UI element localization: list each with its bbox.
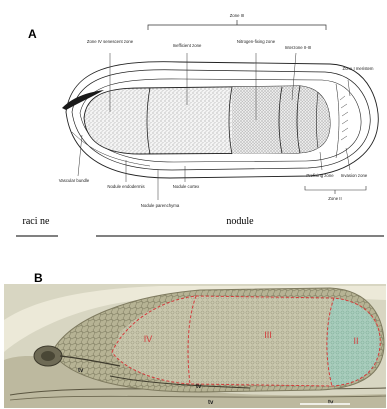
zone2-bracket: [305, 186, 366, 190]
zone2-label: Zone II: [328, 196, 341, 201]
tv-label-2: tv: [196, 384, 202, 390]
zone1-label: Zone I meristem: [342, 66, 373, 71]
zone2-micro-label: II: [353, 336, 358, 346]
zone3-label: Zone III: [230, 13, 245, 18]
tv-label-4: tv: [328, 400, 334, 406]
vascular-label: Vascular bundle: [59, 178, 90, 183]
racine-label: raci ne: [23, 216, 50, 227]
nitrogen-label: Nitrogen-fixing zone: [237, 39, 276, 44]
zone4-micro-label: IV: [144, 334, 153, 344]
tv-label-1: tv: [78, 368, 84, 374]
parenchyma-label: Nodule parenchyma: [141, 203, 180, 208]
prefixing-label: Prefixing zone: [306, 173, 334, 178]
tv-label-3: tv: [208, 400, 214, 406]
nitrogen-fixing-region: [232, 86, 330, 154]
cortex-label: Nodule cortex: [173, 184, 200, 189]
panel-a-label: A: [28, 27, 37, 41]
zone3-bracket: [148, 25, 326, 30]
invasion-label: Invasion zone: [341, 173, 368, 178]
nodule-label: nodule: [226, 216, 254, 227]
interzone-label: Interzone II-III: [285, 45, 312, 50]
zone3-region: [188, 296, 334, 386]
panel-b-label: B: [34, 271, 43, 285]
zone4-label: Zone IV senescent zone: [87, 39, 134, 44]
vascular-bundle-core: [41, 351, 55, 361]
zone3-micro-label: III: [264, 330, 272, 340]
inefficient-label: Inefficient zone: [173, 43, 202, 48]
endodermis-label: Nodule endodermis: [107, 184, 144, 189]
